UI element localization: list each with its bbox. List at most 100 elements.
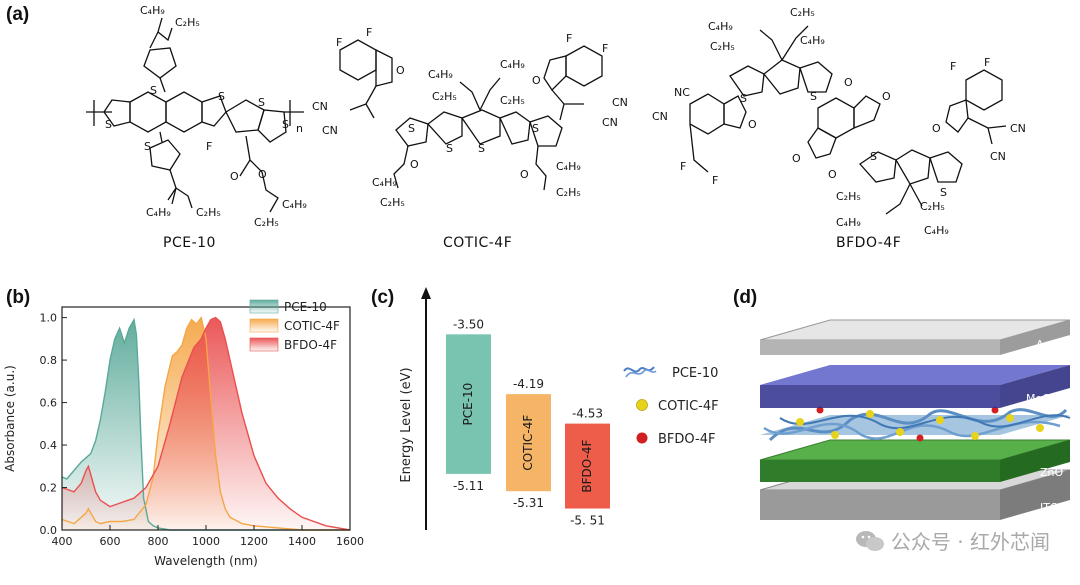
bar-name: COTIC-4F (521, 415, 535, 471)
energy-bar-cotic-4f (506, 394, 551, 492)
legend-swatch (249, 337, 279, 352)
molecule-name-pce10: PCE-10 (163, 235, 216, 251)
molecule-name-bfdo4f: BFDO-4F (836, 235, 902, 251)
energy-bar-pce-10 (446, 334, 491, 474)
svg-text:O: O (882, 90, 891, 103)
y-tick-label: 0.0 (40, 524, 58, 537)
cotic4f-structure: F F O CN CN S S S S C₄H₉ C₄H₉ C₂H₅ C₂H₅ … (312, 26, 628, 209)
x-tick-label: 1000 (192, 535, 220, 548)
svg-text:F: F (336, 36, 342, 49)
svg-text:S: S (282, 118, 289, 131)
legend-cotic4f: COTIC-4F (658, 399, 719, 414)
svg-text:O: O (844, 76, 853, 89)
svg-text:CN: CN (322, 124, 338, 137)
svg-text:S: S (870, 150, 877, 163)
x-tick-label: 1600 (336, 535, 364, 548)
zno-layer: ZnO (759, 439, 1071, 482)
svg-text:C₄H₉: C₄H₉ (836, 216, 861, 229)
series-line-bfdo-4f (61, 316, 351, 531)
svg-text:C₄H₉: C₄H₉ (708, 20, 733, 33)
lumo-label: -4.53 (572, 407, 603, 421)
x-tick-label: 400 (52, 535, 73, 548)
energy-axis-label: Energy Level (eV) (399, 367, 414, 482)
svg-text:CN: CN (1010, 122, 1026, 135)
svg-text:C₂H₅: C₂H₅ (790, 6, 815, 19)
svg-text:F: F (712, 174, 718, 187)
chem-label-c4h9: C₄H₉ (140, 4, 165, 17)
y-tick-label: 0.4 (40, 439, 58, 452)
y-axis-label: Absorbance (a.u.) (3, 365, 17, 472)
yellow-dot-icon (636, 399, 648, 411)
pce10-structure: C₄H₉ C₂H₅ S S S S S F n S C₄H₉ C₂H₅ O O … (86, 4, 307, 229)
svg-text:S: S (532, 122, 539, 135)
svg-text:C₄H₉: C₄H₉ (372, 176, 397, 189)
svg-text:S: S (408, 122, 415, 135)
wechat-icon (855, 530, 884, 551)
svg-text:C₄H₉: C₄H₉ (428, 68, 453, 81)
x-tick-label: 1200 (240, 535, 268, 548)
x-tick-label: 600 (100, 535, 121, 548)
ito-label: ITO (1040, 501, 1059, 514)
svg-text:O: O (230, 170, 239, 183)
device-legend: PCE-10 COTIC-4F BFDO-4F (623, 366, 719, 447)
svg-text:CN: CN (990, 150, 1006, 163)
svg-text:O: O (792, 152, 801, 165)
legend-label: PCE-10 (284, 300, 327, 314)
svg-text:S: S (258, 96, 265, 109)
svg-text:NC: NC (674, 86, 690, 99)
chemical-structures: C₄H₉ C₂H₅ S S S S S F n S C₄H₉ C₂H₅ O O … (86, 4, 1026, 237)
series-area-bfdo-4f (62, 317, 350, 530)
homo-label: -5.31 (513, 496, 544, 510)
moox-label: MoOx (1026, 392, 1058, 405)
svg-text:F: F (984, 56, 990, 69)
legend-bfdo4f: BFDO-4F (658, 432, 715, 447)
svg-text:S: S (940, 186, 947, 199)
x-tick-label: 1400 (288, 535, 316, 548)
energy-level-diagram: Energy Level (eV) -3.50-5.11PCE-10-4.19-… (399, 287, 719, 530)
svg-text:S: S (105, 118, 112, 131)
molecule-name-cotic4f: COTIC-4F (443, 235, 513, 251)
svg-text:C₂H₅: C₂H₅ (196, 206, 221, 219)
svg-text:C₂H₅: C₂H₅ (380, 196, 405, 209)
svg-text:O: O (396, 64, 405, 77)
svg-text:O: O (258, 168, 267, 181)
svg-text:F: F (566, 32, 572, 45)
device-stack: ITO ZnO MoOx Ag (759, 319, 1071, 520)
svg-text:C₄H₉: C₄H₉ (800, 34, 825, 47)
svg-text:S: S (740, 92, 747, 105)
svg-text:O: O (932, 122, 941, 135)
svg-text:O: O (828, 168, 837, 181)
legend-label: COTIC-4F (284, 319, 340, 333)
panel-label-d: (d) (733, 287, 758, 308)
svg-text:F: F (366, 26, 372, 39)
watermark: 公众号 · 红外芯闻 (855, 526, 1050, 555)
legend-label: BFDO-4F (284, 338, 337, 352)
svg-text:C₂H₅: C₂H₅ (920, 200, 945, 213)
svg-text:n: n (296, 122, 303, 135)
bar-name: BFDO-4F (580, 439, 594, 492)
red-dot-icon (636, 432, 648, 444)
svg-text:C₄H₉: C₄H₉ (282, 198, 307, 211)
energy-bar-bfdo-4f (565, 423, 610, 509)
series-line-cotic-4f (61, 315, 350, 531)
svg-text:C₂H₅: C₂H₅ (432, 90, 457, 103)
svg-text:S: S (810, 90, 817, 103)
svg-text:O: O (748, 118, 757, 131)
chem-label-c2h5: C₂H₅ (175, 16, 200, 29)
svg-text:F: F (602, 42, 608, 55)
svg-text:CN: CN (602, 116, 618, 129)
svg-text:S: S (478, 142, 485, 155)
svg-text:C₂H₅: C₂H₅ (254, 216, 279, 229)
svg-text:C₄H₉: C₄H₉ (500, 58, 525, 71)
panel-label-a: (a) (6, 4, 30, 25)
svg-text:C₄H₉: C₄H₉ (556, 160, 581, 173)
legend-swatch (249, 318, 279, 333)
svg-text:C₂H₅: C₂H₅ (710, 40, 735, 53)
pce10-fiber-icon (623, 366, 657, 378)
svg-text:O: O (520, 168, 529, 181)
chem-s: S (150, 84, 157, 97)
svg-text:C₂H₅: C₂H₅ (500, 94, 525, 107)
svg-text:S: S (144, 140, 151, 153)
active-layer-blend (760, 406, 1071, 442)
